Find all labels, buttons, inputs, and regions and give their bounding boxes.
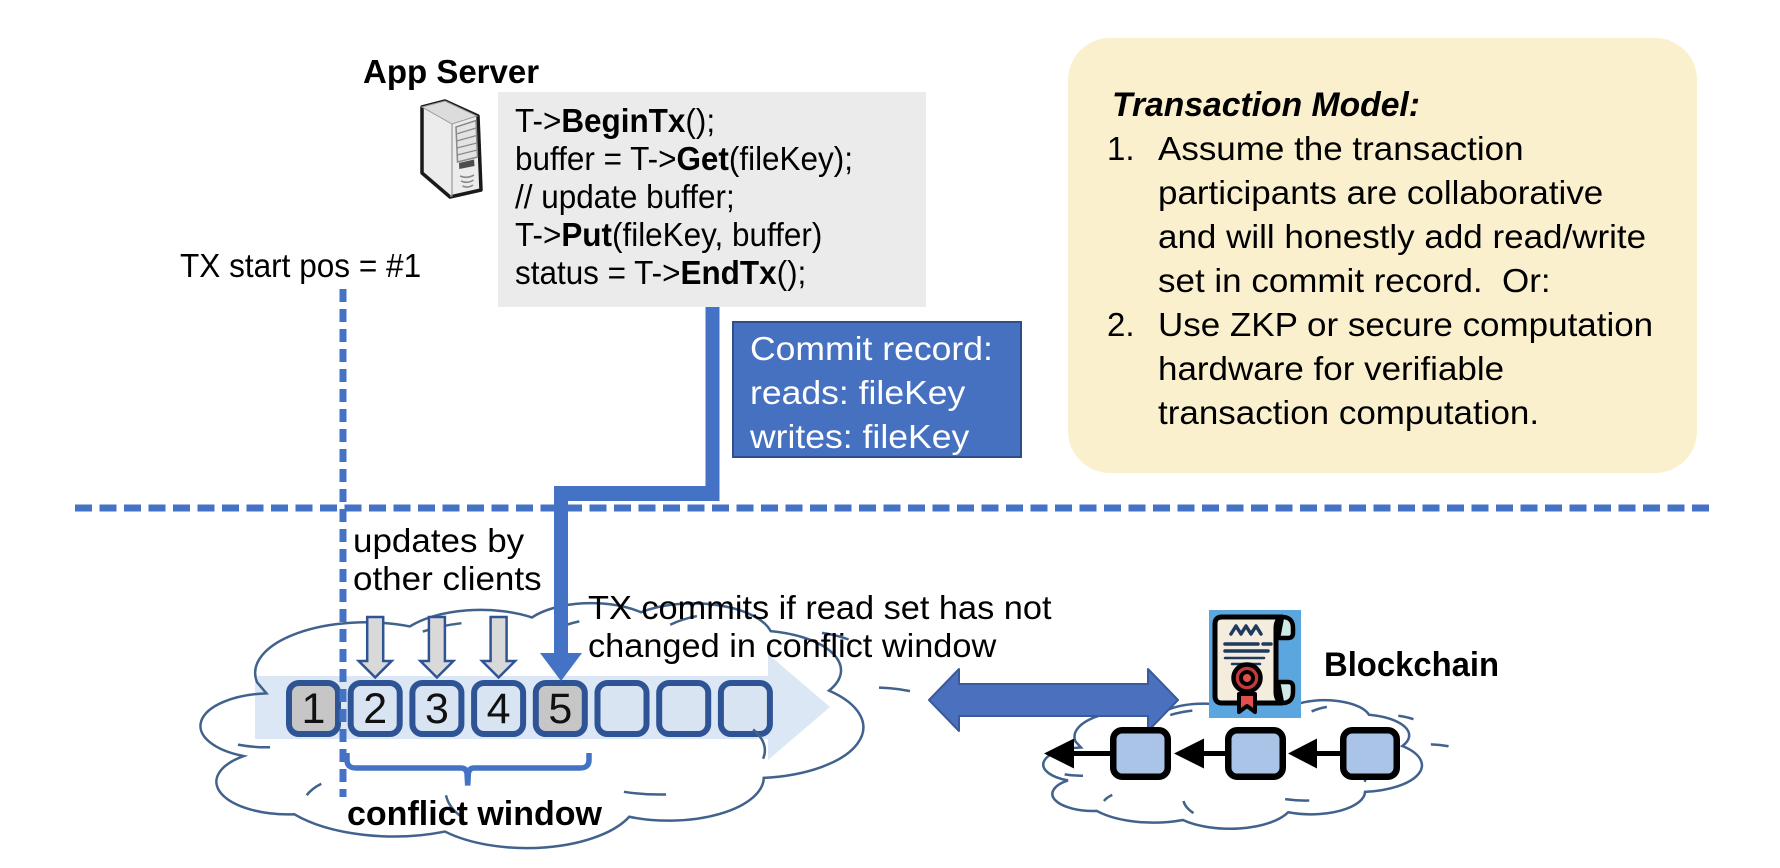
svg-text:4: 4 bbox=[487, 685, 511, 733]
svg-text:5: 5 bbox=[548, 685, 572, 733]
svg-text:2: 2 bbox=[363, 685, 387, 733]
svg-text:1: 1 bbox=[302, 685, 326, 733]
svg-text:3: 3 bbox=[425, 685, 449, 733]
